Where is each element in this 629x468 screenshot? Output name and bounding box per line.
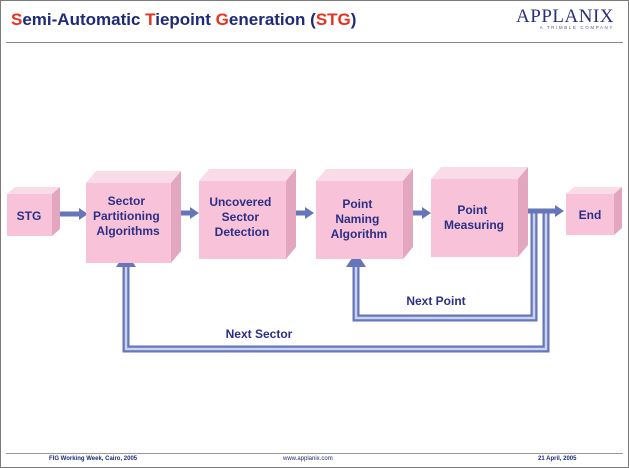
- footer-divider: [6, 453, 623, 454]
- applanix-logo: APPLANIX A TRIMBLE COMPANY: [516, 6, 614, 30]
- step-4-label: Point Measuring: [444, 203, 504, 232]
- slide-title: Semi-Automatic Tiepoint Generation (STG): [11, 10, 356, 30]
- title-bar: Semi-Automatic Tiepoint Generation (STG)…: [1, 1, 628, 41]
- step-1-label: Sector Partitioning Algorithms: [93, 194, 163, 238]
- step-2-label: Uncovered Sector Detection: [209, 195, 274, 239]
- title-initial-highlight: STG: [315, 10, 351, 29]
- title-text: eneration (: [228, 10, 316, 29]
- title-initial-highlight: S: [11, 10, 23, 29]
- next-point-loop: [346, 209, 538, 322]
- title-initial-highlight: T: [145, 10, 156, 29]
- footer-website: www.applanix.com: [283, 456, 333, 462]
- next-point-label: Next Point: [406, 294, 465, 308]
- start-box: STG: [7, 187, 60, 236]
- step-3-label: Point Naming Algorithm: [331, 197, 388, 241]
- footer-date: 21 April, 2005: [538, 456, 577, 462]
- arrow-stg-to-step1: [58, 208, 88, 220]
- logo-tagline: A TRIMBLE COMPANY: [539, 25, 614, 30]
- next-sector-label: Next Sector: [226, 327, 293, 341]
- step-sector-partitioning: Sector Partitioning Algorithms: [86, 171, 181, 263]
- title-text: emi-Automatic: [22, 10, 146, 29]
- end-label: End: [579, 208, 602, 222]
- step-point-naming-algorithm: Point Naming Algorithm: [316, 169, 413, 259]
- start-label: STG: [17, 209, 42, 223]
- title-text: iepoint: [155, 10, 216, 29]
- logo-name: APPLANIX: [516, 6, 614, 27]
- end-box: End: [566, 187, 622, 235]
- footer-event: FIG Working Week, Cairo, 2005: [49, 456, 138, 462]
- step-uncovered-sector-detection: Uncovered Sector Detection: [199, 169, 296, 259]
- step-point-measuring: Point Measuring: [431, 167, 528, 257]
- title-text: ): [350, 10, 357, 29]
- title-initial-highlight: G: [215, 10, 229, 29]
- next-point-arrowhead: [346, 252, 366, 267]
- header-divider: [6, 42, 623, 43]
